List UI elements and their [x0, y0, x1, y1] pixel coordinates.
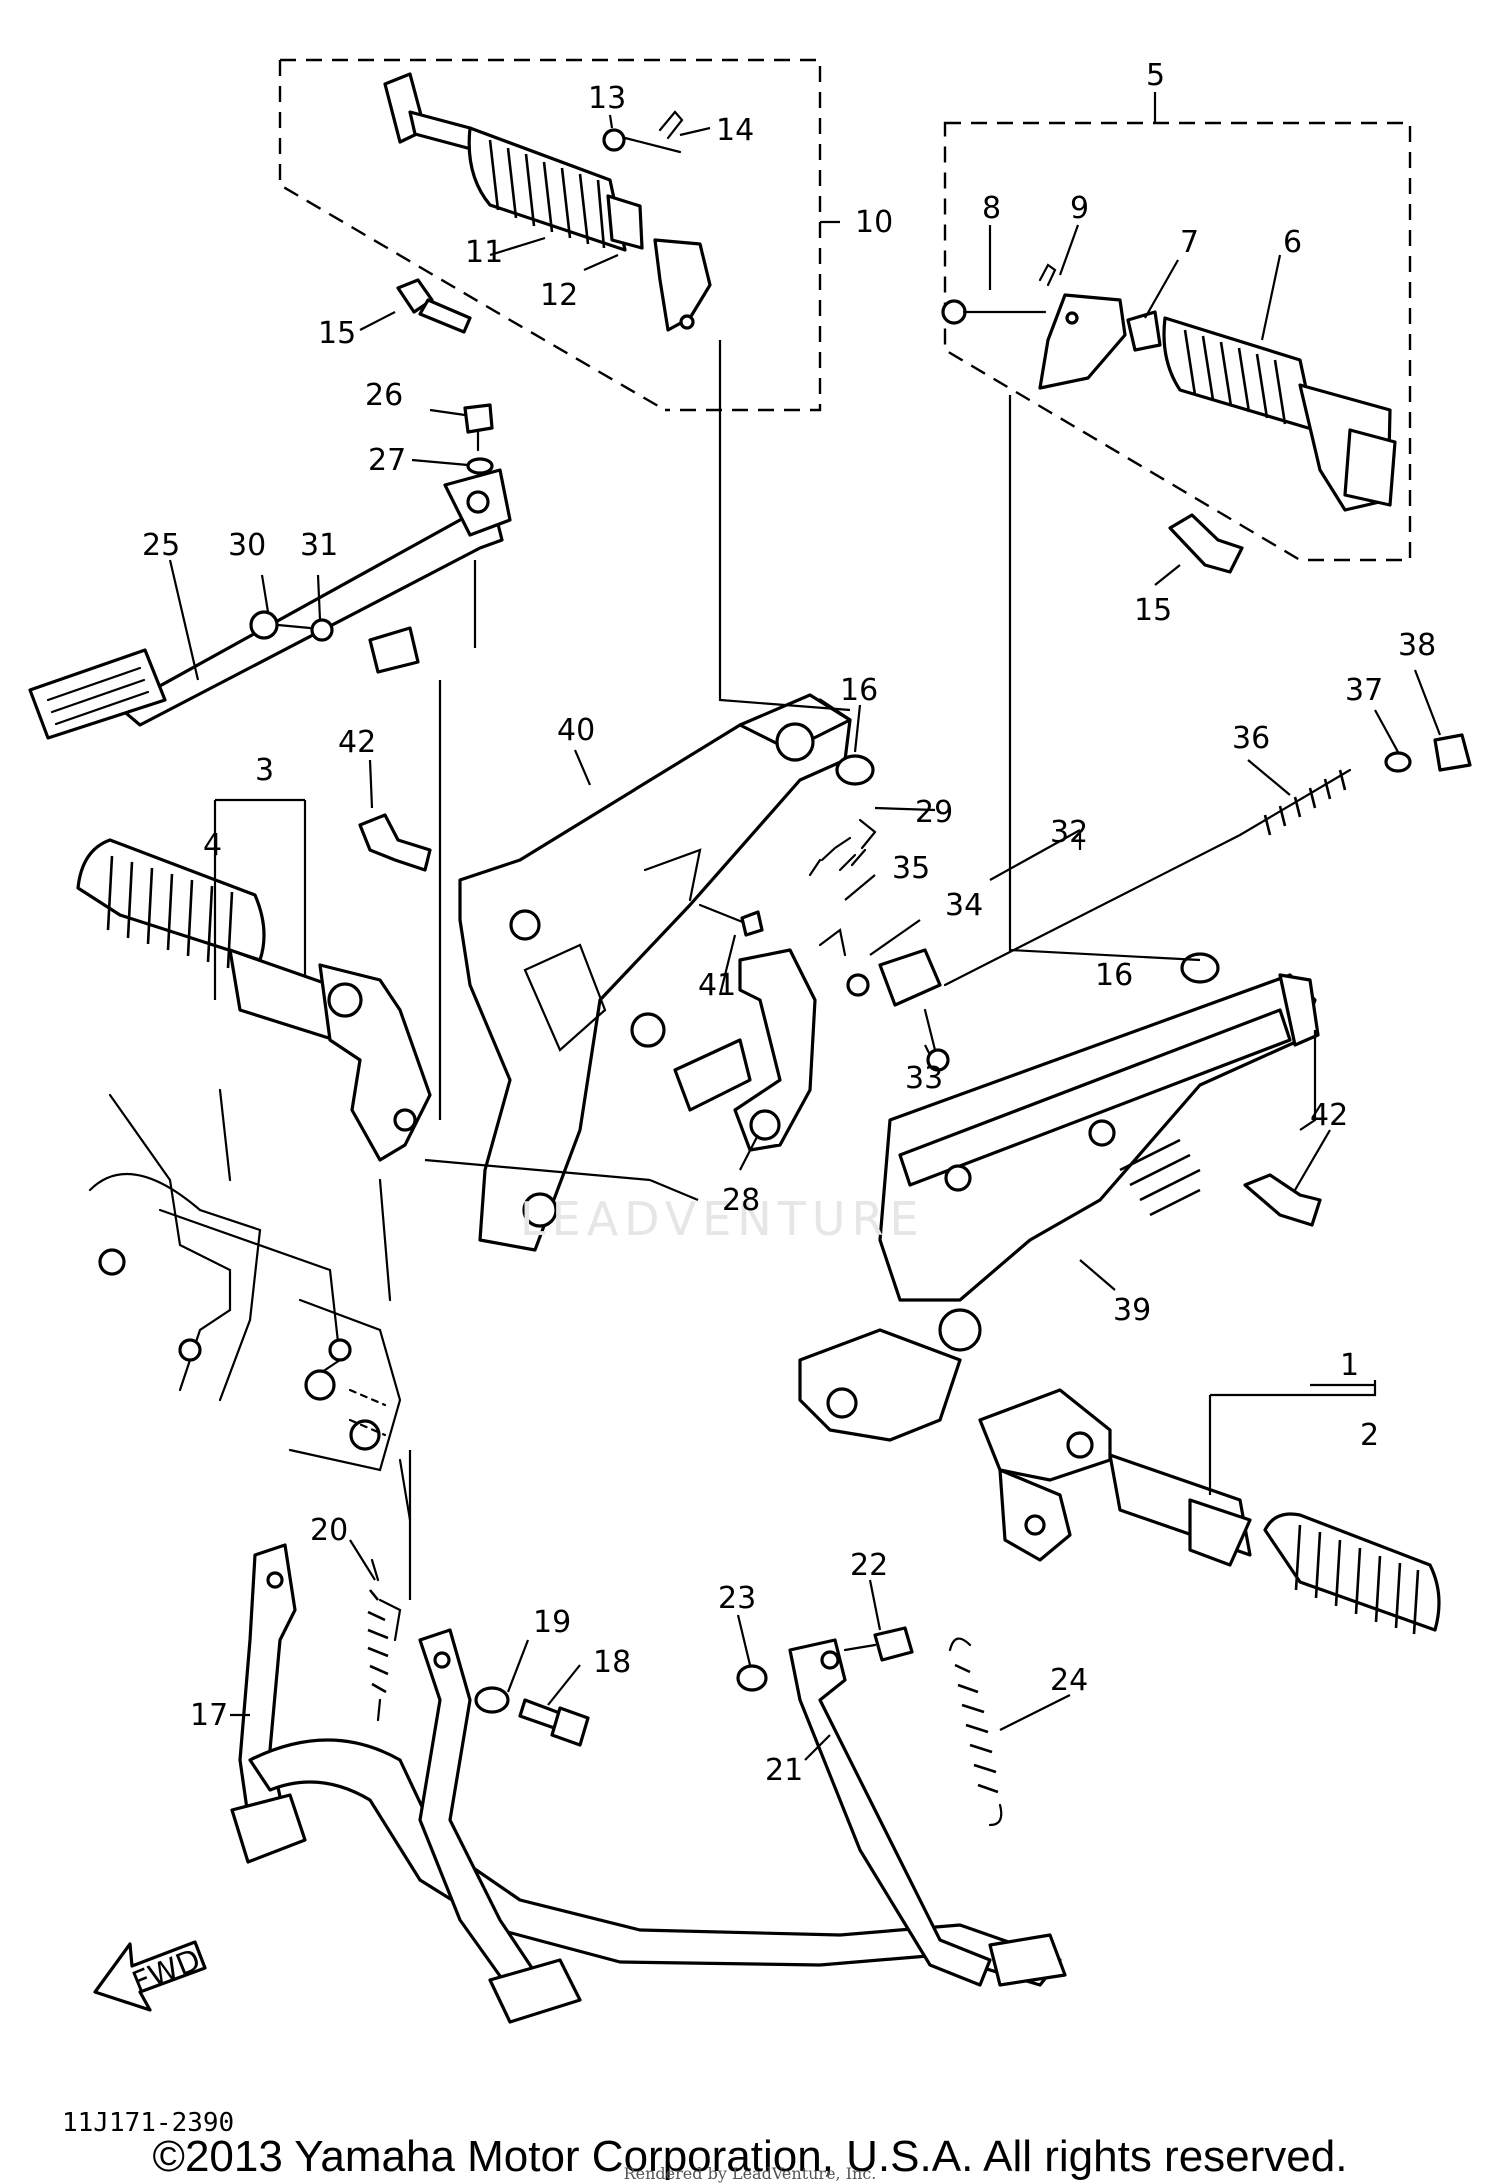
callout-8: 8 — [982, 191, 1001, 226]
callout-40: 40 — [557, 713, 595, 748]
renderer-note: Rendered by LeadVenture, Inc. — [623, 2164, 877, 2183]
front-footrest-left — [76, 838, 432, 1162]
callout-30: 30 — [228, 528, 266, 563]
callout-24: 24 — [1050, 1663, 1088, 1698]
callout-31: 31 — [300, 528, 338, 563]
bolt-26 — [463, 403, 494, 452]
callout-32: 32 — [1050, 815, 1088, 850]
nut-23 — [736, 1664, 768, 1692]
callout-1: 1 — [1340, 1348, 1359, 1383]
callout-26: 26 — [365, 378, 403, 413]
callout-6: 6 — [1283, 225, 1302, 260]
callouts: 1 2 3 4 5 6 7 8 9 10 11 12 13 14 15 15 1… — [142, 58, 1436, 1788]
figure-code: 11J171-2390 — [62, 2108, 235, 2138]
callout-37: 37 — [1345, 673, 1383, 708]
collars-16 — [835, 754, 1220, 984]
spring-36 — [1263, 769, 1347, 836]
callout-42: 42 — [338, 725, 376, 760]
callout-4: 4 — [203, 828, 222, 863]
callout-23: 23 — [718, 1581, 756, 1616]
front-footrest-right — [978, 1388, 1441, 1635]
bolt-15-right — [1168, 513, 1244, 574]
washer-19 — [474, 1686, 510, 1714]
callout-41: 41 — [698, 968, 736, 1003]
leader-lines — [168, 92, 1442, 1761]
callout-20: 20 — [310, 1513, 348, 1548]
callout-3: 3 — [255, 753, 274, 788]
rear-footrest-right — [941, 263, 1397, 512]
callout-7: 7 — [1180, 225, 1199, 260]
callout-34: 34 — [945, 888, 983, 923]
callout-5: 5 — [1146, 58, 1165, 93]
bolt-41 — [698, 903, 764, 937]
callout-42b: 42 — [1310, 1098, 1348, 1133]
spring-29 — [808, 818, 877, 877]
callout-29: 29 — [915, 795, 953, 830]
brake-pedal — [28, 468, 512, 740]
callout-35: 35 — [892, 851, 930, 886]
watermark: LEADVENTURE — [520, 1192, 925, 1246]
callout-2: 2 — [1360, 1418, 1379, 1453]
group-boundary-10 — [278, 58, 822, 412]
frame-section — [88, 1088, 412, 1522]
bolt-15-upper — [396, 278, 472, 334]
brake-shaft — [673, 948, 817, 1152]
callout-14: 14 — [716, 113, 754, 148]
callout-15b: 15 — [1134, 593, 1172, 628]
callout-17: 17 — [190, 1698, 228, 1733]
callout-38: 38 — [1398, 628, 1436, 663]
copyright-notice: ©2013 Yamaha Motor Corporation, U.S.A. A… — [152, 2132, 1348, 2181]
forward-arrow-icon: FWD — [93, 1940, 207, 2012]
callout-36: 36 — [1232, 721, 1270, 756]
callout-28: 28 — [722, 1183, 760, 1218]
callout-15: 15 — [318, 316, 356, 351]
bolt-22 — [843, 1626, 914, 1662]
bolts-42 — [358, 813, 1322, 1227]
callout-9: 9 — [1070, 191, 1089, 226]
callout-10: 10 — [855, 205, 893, 240]
callout-13: 13 — [588, 81, 626, 116]
callout-12: 12 — [540, 278, 578, 313]
callout-27: 27 — [368, 443, 406, 478]
brake-rod-32 — [818, 768, 1352, 1072]
callout-22: 22 — [850, 1548, 888, 1583]
callout-19: 19 — [533, 1605, 571, 1640]
callout-11: 11 — [465, 235, 503, 270]
callout-16b: 16 — [1095, 958, 1133, 993]
callout-25: 25 — [142, 528, 180, 563]
callout-39: 39 — [1113, 1293, 1151, 1328]
spring-24 — [948, 1637, 1003, 1827]
side-stand — [788, 1638, 992, 1987]
footrest-bracket-right — [798, 973, 1320, 1442]
callout-18: 18 — [593, 1645, 631, 1680]
spring-20 — [367, 1558, 389, 1722]
adjuster-37-38 — [1384, 733, 1472, 773]
bolt-18 — [518, 1698, 590, 1747]
callout-16: 16 — [840, 673, 878, 708]
washer-27 — [466, 457, 494, 475]
rear-footrest-left — [383, 72, 712, 332]
callout-21: 21 — [765, 1753, 803, 1788]
callout-33: 33 — [905, 1061, 943, 1096]
